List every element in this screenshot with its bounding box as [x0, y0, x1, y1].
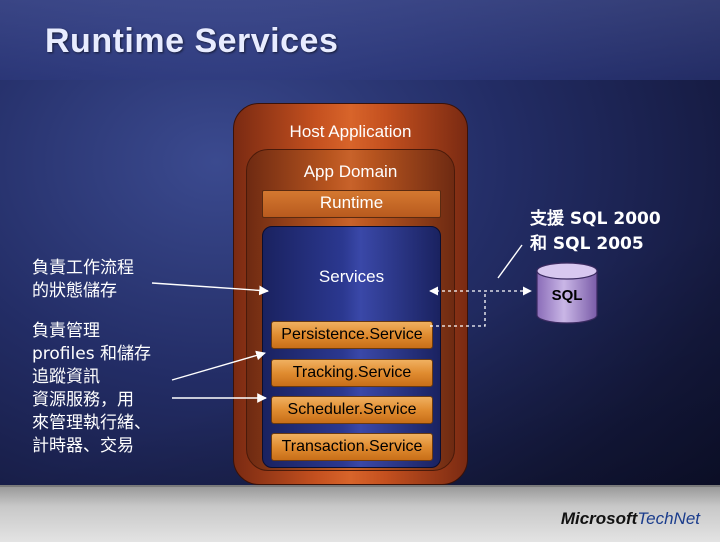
sql-database-label: SQL	[551, 287, 583, 304]
annotation-line: 計時器、交易	[32, 436, 134, 456]
annotation-line: 資源服務，用	[32, 390, 134, 410]
annotation-line: 負責工作流程	[32, 258, 134, 278]
annotation-line: 的狀態儲存	[32, 281, 117, 301]
persistence-service: Persistence.Service	[271, 321, 433, 349]
persistence-annotation: 負責工作流程 的狀態儲存	[32, 257, 134, 303]
annotation-line: 追蹤資訊	[32, 367, 100, 387]
sql-support-annotation: 支援 SQL 2000 和 SQL 2005	[530, 207, 661, 257]
tracking-service: Tracking.Service	[271, 359, 433, 387]
brand-microsoft: Microsoft	[560, 509, 638, 528]
sql-database-icon	[536, 262, 598, 324]
annotation-line: 負責管理	[32, 321, 100, 341]
services-panel: Services Persistence.Service Tracking.Se…	[262, 226, 441, 468]
brand-technet: TechNet	[637, 509, 700, 528]
annotation-line: profiles 和儲存	[32, 344, 151, 364]
annotation-line: 支援 SQL 2000	[530, 209, 661, 229]
slide-title: Runtime Services	[45, 22, 339, 60]
annotation-line: 和 SQL 2005	[530, 234, 644, 254]
services-label: Services	[318, 267, 385, 286]
footer-bar: MicrosoftTechNet	[0, 485, 720, 542]
annotation-line: 來管理執行緒、	[32, 413, 151, 433]
scheduler-service: Scheduler.Service	[271, 396, 433, 424]
host-application-label: Host Application	[289, 122, 412, 141]
services-annotation: 負責管理 profiles 和儲存 追蹤資訊 資源服務，用 來管理執行緒、 計時…	[32, 320, 151, 458]
header-band	[0, 0, 720, 80]
app-domain-label: App Domain	[303, 162, 398, 181]
transaction-service: Transaction.Service	[271, 433, 433, 461]
host-application-box: Host Application App Domain Runtime Serv…	[233, 103, 468, 485]
runtime-box: Runtime	[262, 190, 441, 218]
app-domain-box: App Domain Runtime Services Persistence.…	[246, 149, 455, 471]
technet-logo: MicrosoftTechNet	[561, 509, 700, 529]
